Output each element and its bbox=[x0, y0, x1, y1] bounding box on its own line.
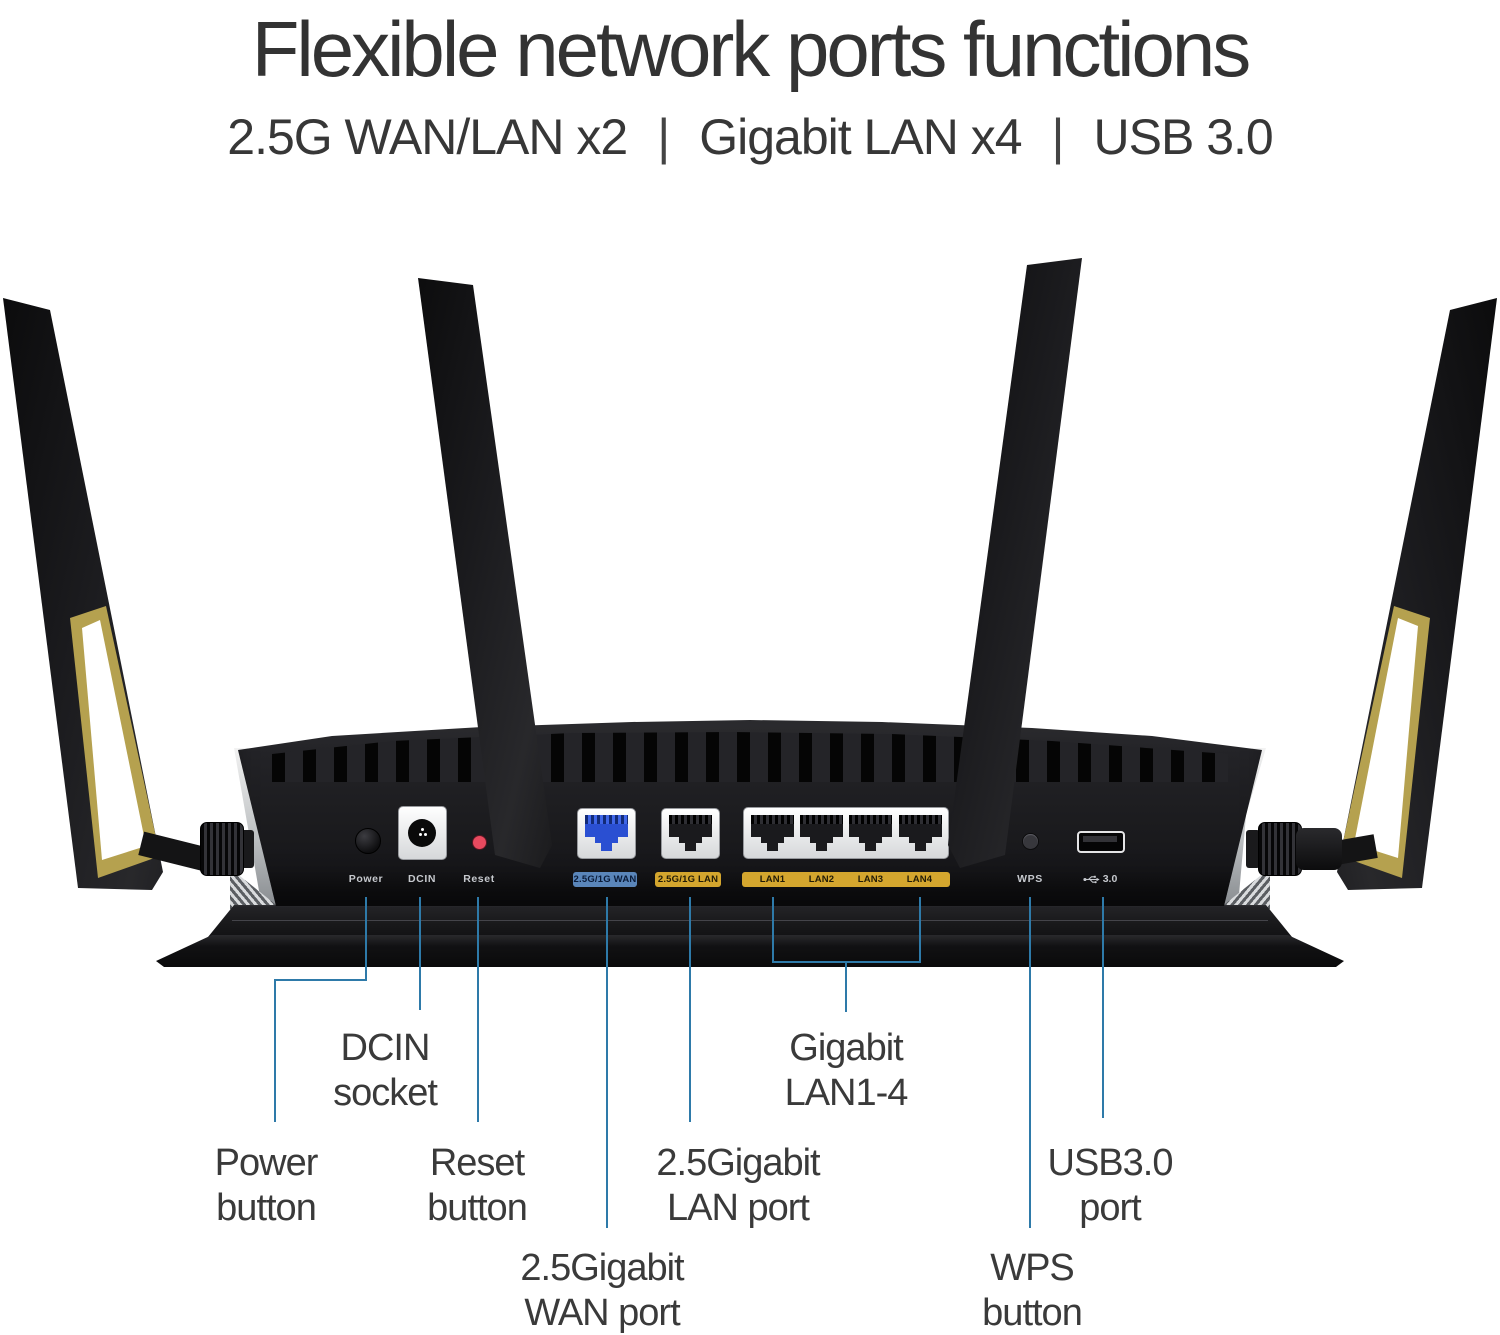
subtitle-separator: | bbox=[1051, 109, 1065, 165]
wps-button bbox=[1023, 834, 1038, 849]
leader-line-power-jog bbox=[274, 979, 367, 981]
panel-label-wps: WPS bbox=[1017, 873, 1043, 885]
antenna-outer-right bbox=[1337, 298, 1497, 890]
leader-line-lan1 bbox=[772, 897, 774, 963]
antenna-barrel-right bbox=[1296, 828, 1342, 870]
leader-line-wps bbox=[1029, 897, 1031, 1228]
leader-line-reset bbox=[477, 897, 479, 1122]
chassis-step-band bbox=[208, 905, 1292, 937]
subtitle-item-usb: USB 3.0 bbox=[1093, 109, 1274, 165]
gigabit-lan-port-block bbox=[743, 807, 949, 859]
leader-line-lan25 bbox=[689, 897, 691, 1122]
panel-label-wan: 2.5G/1G WAN bbox=[573, 872, 637, 887]
panel-label-lan2: LAN2 bbox=[808, 874, 835, 885]
dcin-pin-icon bbox=[419, 833, 422, 836]
page-title: Flexible network ports functions bbox=[251, 5, 1252, 93]
antenna-outer-left bbox=[3, 298, 163, 890]
panel-label-power: Power bbox=[348, 873, 384, 885]
dcin-socket bbox=[398, 806, 447, 860]
usb3-port bbox=[1077, 831, 1125, 853]
rj45-jack-lan2 bbox=[800, 815, 843, 851]
panel-label-reset: Reset bbox=[463, 873, 495, 885]
rj45-jack-lan4 bbox=[899, 815, 942, 851]
panel-label-lan1-4: LAN1 LAN2 LAN3 LAN4 bbox=[742, 872, 950, 887]
panel-label-lan1: LAN1 bbox=[759, 874, 786, 885]
leader-line-power bbox=[365, 897, 367, 981]
vent-grille bbox=[272, 732, 1228, 782]
lan-port-2-5g bbox=[661, 808, 720, 859]
antenna-knurled-connector-left bbox=[200, 822, 244, 876]
antenna-cutout-window bbox=[82, 620, 146, 860]
leader-line-power-drop bbox=[274, 979, 276, 1122]
antenna-collar-right bbox=[1246, 830, 1260, 868]
panel-label-dcin: DCIN bbox=[407, 873, 437, 885]
subtitle-separator: | bbox=[657, 109, 670, 165]
dcin-barrel-jack bbox=[408, 819, 436, 847]
usb-icon bbox=[1083, 875, 1100, 883]
power-button bbox=[355, 828, 381, 854]
reset-button bbox=[472, 835, 487, 850]
chassis-seam-line bbox=[232, 920, 1268, 921]
panel-label-lan25: 2.5G/1G LAN bbox=[655, 872, 721, 887]
wan-port-2-5g bbox=[577, 808, 636, 859]
rj45-jack-blue bbox=[585, 815, 628, 851]
leader-line-dcin bbox=[419, 897, 421, 1010]
panel-label-lan3: LAN3 bbox=[857, 874, 884, 885]
panel-label-lan4: LAN4 bbox=[906, 874, 933, 885]
antenna-knurled-connector-right bbox=[1258, 822, 1302, 876]
subtitle-item-wan: 2.5G WAN/LAN x2 bbox=[227, 109, 628, 165]
leader-stem-lan1-4 bbox=[845, 961, 847, 1012]
antenna-cutout-window bbox=[1354, 618, 1418, 858]
rj45-jack-lan1 bbox=[751, 815, 794, 851]
rj45-jack-lan3 bbox=[849, 815, 892, 851]
leader-line-wan bbox=[606, 897, 608, 1228]
subtitle-item-lan: Gigabit LAN x4 bbox=[699, 109, 1022, 165]
rj45-jack bbox=[669, 815, 712, 851]
leader-line-lan4 bbox=[919, 897, 921, 963]
chassis-base bbox=[156, 935, 1344, 967]
usb-tongue bbox=[1083, 836, 1117, 842]
router-rear-panel: Power DCIN Reset 2.5G/1G WAN 2.5G/1G LAN… bbox=[238, 720, 1262, 906]
page-subtitle: 2.5G WAN/LAN x2 | Gigabit LAN x4 | USB 3.0 bbox=[0, 108, 1500, 166]
usb-version-label: 3.0 bbox=[1102, 873, 1118, 885]
panel-label-usb: 3.0 bbox=[1060, 873, 1140, 885]
leader-line-usb bbox=[1102, 897, 1104, 1118]
